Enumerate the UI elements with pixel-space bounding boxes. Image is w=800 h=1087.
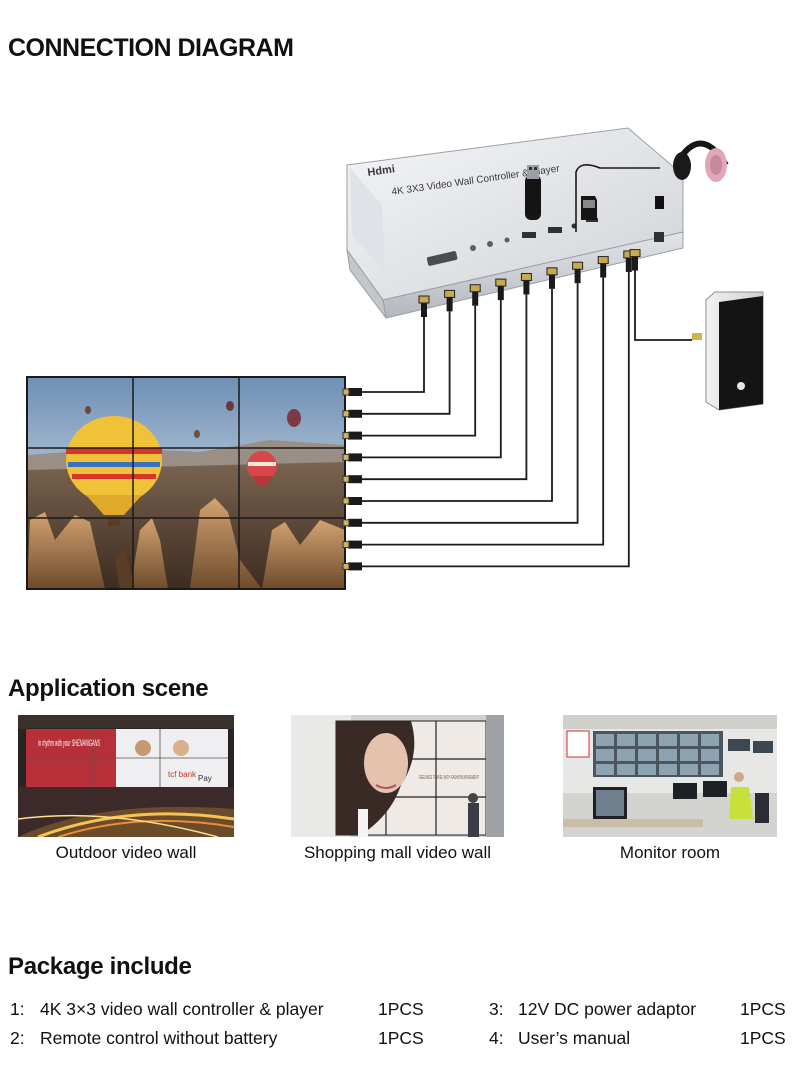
hdmi-cable bbox=[362, 305, 477, 437]
hdmi-cable bbox=[362, 311, 451, 415]
hdmi-cable bbox=[362, 277, 605, 546]
package-item-number: 1: bbox=[10, 999, 25, 1019]
hdmi-wall-connector bbox=[342, 475, 350, 483]
package-item: 2: Remote control without battery 1PCS bbox=[0, 1028, 800, 1052]
hdmi-plug bbox=[549, 274, 555, 289]
hdmi-cable bbox=[362, 294, 528, 481]
scene-caption-shopping-mall: Shopping mall video wall bbox=[303, 843, 492, 862]
hdmi-wall-plug bbox=[348, 409, 362, 418]
page-title: CONNECTION DIAGRAM bbox=[8, 34, 294, 62]
package-item: 3: 12V DC power adaptor 1PCS bbox=[0, 999, 800, 1023]
hdmi-wall-plug bbox=[348, 453, 362, 462]
status-led bbox=[470, 245, 476, 251]
hdmi-wall-plug bbox=[348, 540, 362, 549]
ir-sensor bbox=[504, 237, 510, 243]
hdmi-plug bbox=[600, 263, 607, 278]
package-item-quantity: 1PCS bbox=[378, 1028, 424, 1048]
dc-jack bbox=[654, 232, 664, 242]
package-item-quantity: 1PCS bbox=[378, 999, 424, 1019]
scene-caption-outdoor: Outdoor video wall bbox=[55, 843, 197, 862]
hot-air-balloon-small bbox=[247, 451, 277, 486]
package-item-name: 12V DC power adaptor bbox=[518, 999, 697, 1019]
hdmi-output-port bbox=[520, 272, 532, 281]
hdmi-plug bbox=[497, 286, 504, 301]
hdmi-plug bbox=[421, 303, 427, 317]
hdmi-plug bbox=[625, 257, 632, 272]
hdmi-output-port bbox=[444, 289, 456, 298]
package-item: 4: User’s manual 1PCS bbox=[0, 1028, 800, 1052]
hdmi-plug bbox=[523, 280, 530, 295]
hdmi-input-port bbox=[629, 249, 641, 258]
scene-shopping-mall-video-wall: FEELINGS TRAVEL WITH FASHION MOVEMENT bbox=[291, 715, 504, 837]
hdmi-cable bbox=[362, 271, 630, 568]
hdmi-wall-plug bbox=[348, 518, 362, 527]
package-item-name: Remote control without battery bbox=[40, 1028, 278, 1048]
billboard-brand: tcf bank bbox=[168, 770, 197, 779]
hdmi-wall-plug bbox=[348, 475, 362, 484]
package-item-quantity: 1PCS bbox=[740, 1028, 786, 1048]
hdmi-cable bbox=[362, 288, 553, 502]
video-wall bbox=[26, 376, 346, 590]
hdmi-wall-connector bbox=[342, 519, 350, 527]
package-item: 1: 4K 3×3 video wall controller & player… bbox=[0, 999, 800, 1023]
hdmi-wall-plug bbox=[348, 431, 362, 440]
mode-button bbox=[487, 241, 493, 247]
hdmi-plug bbox=[446, 297, 453, 312]
hdmi-wall-connector bbox=[342, 388, 350, 396]
scene-monitor-room bbox=[563, 715, 777, 837]
connection-diagram: Hdmi 4K 3X3 Video Wall Controller & Play… bbox=[26, 127, 764, 590]
sd-card bbox=[581, 196, 597, 220]
scene-caption-monitor-room: Monitor room bbox=[619, 843, 721, 862]
hdmi-output-port bbox=[572, 261, 584, 270]
hdmi-wall-connector bbox=[342, 410, 350, 418]
application-title: Application scene bbox=[8, 675, 209, 702]
hdmi-logo: Hdmi bbox=[367, 163, 396, 179]
hdmi-plug bbox=[574, 269, 581, 284]
package-item-number: 3: bbox=[489, 999, 504, 1019]
hdmi-wall-connector bbox=[342, 497, 350, 505]
hdmi-wall-plug bbox=[348, 562, 362, 571]
hdmi-cable bbox=[362, 317, 425, 393]
hdmi-output-port bbox=[546, 267, 558, 276]
package-item-number: 2: bbox=[10, 1028, 25, 1048]
hdmi-wall-connector bbox=[342, 541, 350, 549]
hdmi-wall-plug bbox=[348, 497, 362, 505]
billboard-pay: Pay bbox=[198, 774, 212, 783]
rs232-port bbox=[426, 251, 458, 266]
package-item-quantity: 1PCS bbox=[740, 999, 786, 1019]
package-title: Package include bbox=[8, 953, 192, 980]
scene-outdoor-video-wall: in rhythm with your SHENANIGANS tcf bank… bbox=[18, 715, 234, 837]
billboard-text: in rhythm with your SHENANIGANS bbox=[38, 738, 100, 748]
video-wall-controller: Hdmi 4K 3X3 Video Wall Controller & Play… bbox=[346, 127, 684, 319]
hdmi-wall-connector bbox=[342, 453, 350, 461]
package-item-name: 4K 3×3 video wall controller & player bbox=[40, 999, 324, 1019]
usb-flash-drive bbox=[525, 165, 541, 220]
hdmi-cable bbox=[362, 283, 579, 524]
hdmi-cables bbox=[342, 271, 630, 571]
hdmi-output-port bbox=[495, 278, 507, 287]
hdmi-output-ports bbox=[418, 249, 641, 317]
usb-port-2 bbox=[548, 227, 562, 233]
package-item-number: 4: bbox=[489, 1028, 504, 1048]
hdmi-output-port bbox=[418, 295, 430, 304]
hdmi-wall-plug bbox=[348, 388, 362, 396]
package-item-name: User’s manual bbox=[518, 1028, 631, 1048]
pc-tower bbox=[692, 291, 764, 411]
hdmi-output-port bbox=[469, 284, 481, 293]
usb-port-1 bbox=[522, 232, 536, 238]
hdmi-wall-connector bbox=[342, 432, 350, 440]
hdmi-plug bbox=[472, 291, 479, 306]
mall-screen-text: FEELINGS TRAVEL WITH FASHION MOVEMENT bbox=[419, 775, 479, 781]
hdmi-output-port bbox=[597, 256, 609, 265]
hdmi-wall-connector bbox=[342, 562, 350, 570]
headphones bbox=[575, 140, 729, 232]
power-switch bbox=[655, 196, 664, 209]
hdmi-cable bbox=[362, 300, 502, 459]
hot-air-balloon-large bbox=[66, 416, 162, 526]
